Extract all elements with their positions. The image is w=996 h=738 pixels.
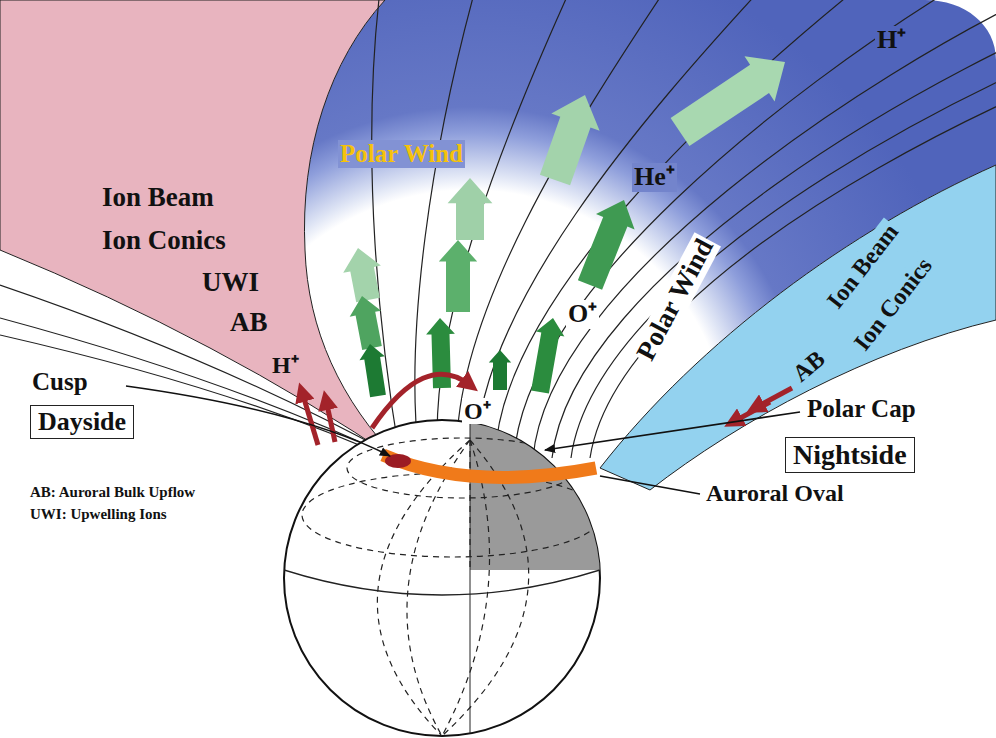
nightside-region bbox=[600, 165, 996, 490]
field-line bbox=[571, 0, 996, 458]
ion-species: O⁺ bbox=[566, 300, 599, 329]
polar-wind-region bbox=[304, 0, 996, 468]
field-line bbox=[457, 0, 665, 458]
ion-species: O⁺ bbox=[462, 398, 493, 424]
outflow-arrow bbox=[489, 350, 511, 390]
side-label-box: Dayside bbox=[30, 405, 134, 439]
process-name: UWI bbox=[200, 268, 261, 298]
earth-globe bbox=[284, 400, 620, 736]
leader-lines bbox=[126, 386, 800, 494]
outflow-arrow bbox=[540, 95, 600, 185]
legend-note: UWI: Upwelling Ions bbox=[28, 506, 169, 523]
region-name: Polar Cap bbox=[805, 395, 918, 423]
field-line bbox=[495, 0, 855, 458]
auroral-oval bbox=[383, 455, 596, 477]
outflow-arrow bbox=[578, 200, 635, 290]
ion-outflow-arrows bbox=[343, 56, 785, 397]
field-line bbox=[437, 0, 570, 458]
ion-species: H⁺ bbox=[270, 352, 301, 378]
dayside-field-lines bbox=[0, 285, 395, 460]
side-label: Nightside bbox=[793, 439, 907, 471]
outflow-arrow bbox=[343, 248, 381, 302]
process-name: Ion Conics bbox=[100, 226, 228, 256]
outflow-arrow bbox=[448, 178, 493, 240]
field-line bbox=[552, 0, 996, 458]
legend-note: AB: Auroral Bulk Upflow bbox=[28, 484, 197, 501]
region-name: Cusp bbox=[30, 368, 90, 396]
field-line bbox=[590, 0, 996, 458]
process-name: Ion Beam bbox=[100, 183, 216, 213]
outflow-arrow bbox=[350, 296, 382, 350]
outflow-arrow bbox=[671, 56, 785, 146]
outflow-arrow bbox=[531, 318, 564, 394]
night-quadrant bbox=[470, 400, 620, 570]
field-line bbox=[514, 0, 950, 458]
process-name: AB bbox=[228, 308, 270, 338]
side-label: Dayside bbox=[38, 407, 126, 437]
side-label-box: Nightside bbox=[785, 437, 915, 473]
polar-field-lines bbox=[372, 0, 996, 458]
globe-grid bbox=[302, 438, 602, 736]
field-line bbox=[533, 0, 996, 458]
cusp-region bbox=[0, 0, 400, 462]
outflow-name: Polar Wind bbox=[338, 140, 465, 168]
ion-species: H⁺ bbox=[875, 26, 908, 55]
outflow-arrow bbox=[360, 344, 386, 397]
ion-species: He⁺ bbox=[632, 163, 677, 192]
outflow-arrow bbox=[439, 240, 477, 312]
region-name: Auroral Oval bbox=[704, 480, 846, 506]
